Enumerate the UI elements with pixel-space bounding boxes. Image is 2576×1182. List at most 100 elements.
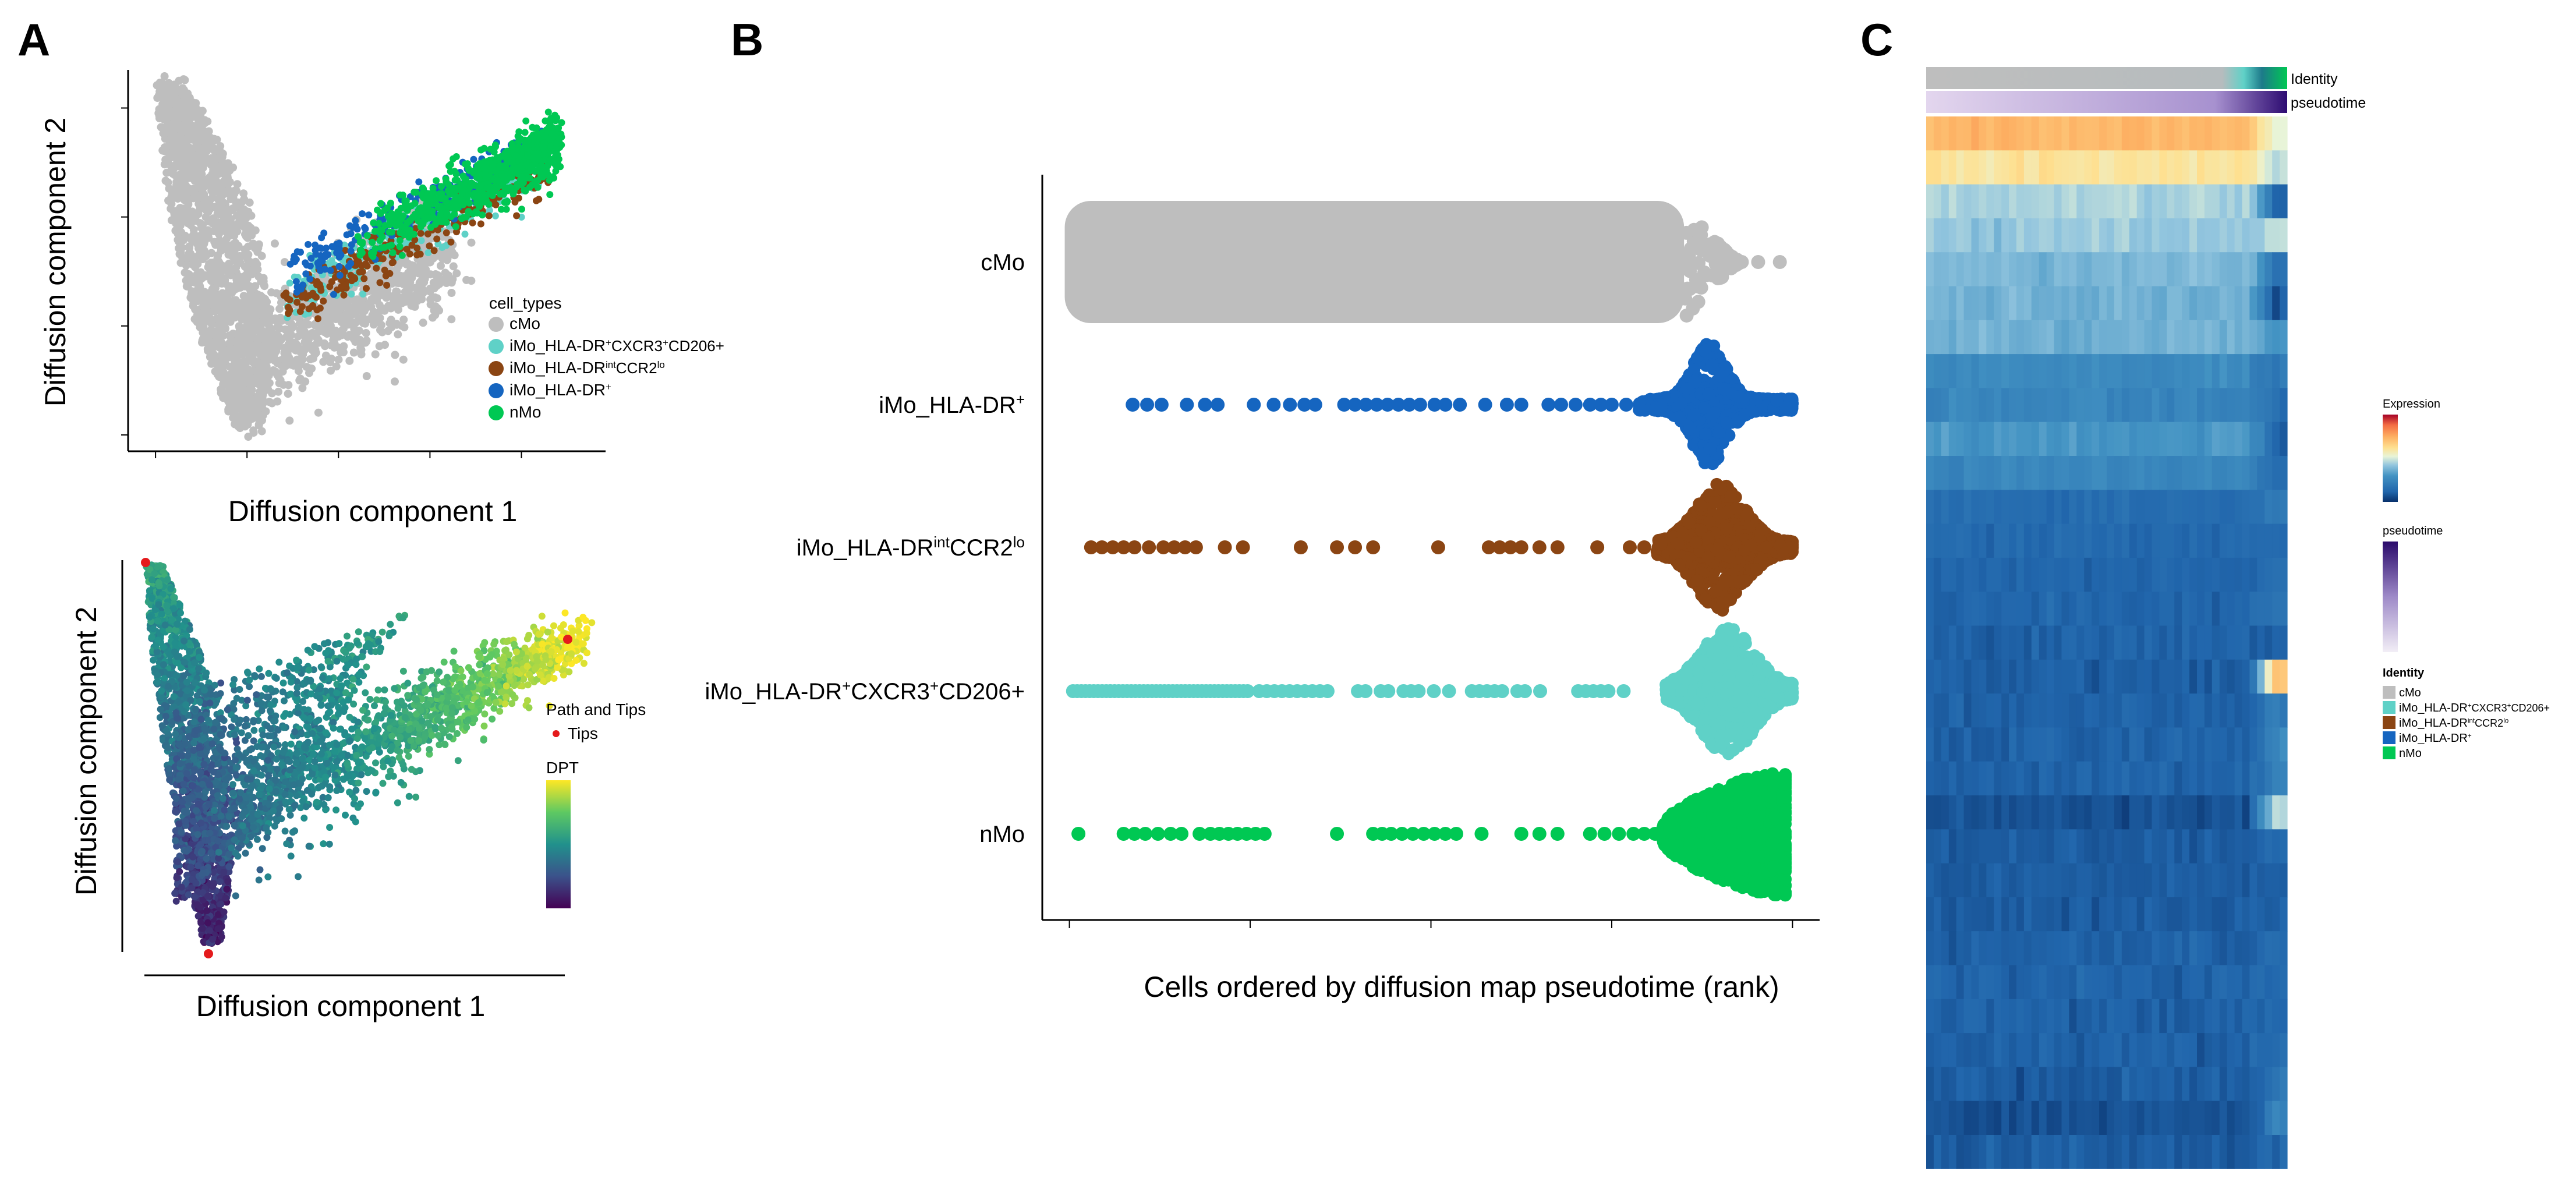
cell-point bbox=[274, 356, 282, 365]
cell-point bbox=[389, 249, 397, 256]
cell-point bbox=[302, 363, 311, 371]
cell-point bbox=[264, 321, 273, 330]
legend-marker bbox=[489, 339, 504, 354]
cell-point bbox=[549, 175, 556, 182]
cell-point bbox=[362, 337, 370, 346]
label-sup2: lo bbox=[657, 359, 665, 370]
cell-point bbox=[207, 179, 215, 188]
cell-point bbox=[262, 309, 270, 317]
cell-point bbox=[306, 262, 314, 270]
cell-point bbox=[242, 366, 250, 375]
cell-point bbox=[485, 212, 493, 220]
cell-point bbox=[286, 306, 293, 314]
cell-point bbox=[525, 136, 532, 144]
cell-point bbox=[256, 327, 264, 335]
cell-point bbox=[331, 306, 339, 314]
cell-point bbox=[281, 344, 289, 352]
cell-point bbox=[188, 276, 197, 284]
cell-point bbox=[352, 217, 359, 224]
cell-point bbox=[449, 262, 458, 271]
cell-point bbox=[267, 288, 276, 297]
cell-point bbox=[482, 174, 490, 181]
cell-point bbox=[417, 229, 424, 237]
cell-point bbox=[522, 161, 530, 169]
cell-point bbox=[503, 147, 511, 155]
cell-point bbox=[190, 166, 199, 175]
cell-point bbox=[281, 360, 289, 369]
cell-point bbox=[472, 208, 480, 215]
cell-point bbox=[281, 325, 289, 334]
cell-point bbox=[368, 252, 376, 259]
cell-point bbox=[406, 291, 415, 300]
cell-point bbox=[417, 267, 426, 275]
cell-point bbox=[492, 143, 499, 150]
cell-point bbox=[330, 291, 337, 298]
cell-point bbox=[206, 267, 215, 276]
cell-point bbox=[337, 348, 345, 357]
cell-point bbox=[445, 181, 452, 188]
cell-point bbox=[178, 108, 186, 116]
cell-point bbox=[547, 157, 555, 165]
cell-point bbox=[203, 345, 212, 353]
cell-point bbox=[530, 154, 537, 161]
cell-point bbox=[404, 207, 411, 214]
cell-point bbox=[217, 387, 226, 396]
cell-point bbox=[224, 159, 232, 168]
cell-point bbox=[382, 293, 391, 302]
cell-point bbox=[154, 91, 163, 100]
cell-point bbox=[413, 251, 421, 259]
cell-point bbox=[458, 190, 466, 197]
cell-point bbox=[514, 164, 521, 172]
cell-point bbox=[265, 398, 274, 406]
cell-point bbox=[519, 179, 527, 186]
cell-point bbox=[465, 199, 473, 207]
label-sup: int bbox=[606, 359, 616, 370]
cell-point bbox=[378, 328, 387, 337]
cell-point bbox=[177, 609, 184, 617]
cell-point bbox=[289, 340, 298, 349]
cell-point bbox=[240, 325, 249, 334]
cell-point bbox=[492, 167, 500, 175]
cell-point bbox=[199, 925, 206, 932]
cell-point bbox=[305, 305, 313, 313]
cell-point bbox=[221, 279, 229, 288]
cell-point bbox=[494, 177, 501, 185]
cell-point bbox=[167, 200, 176, 208]
panel-a-dpt-scatter: Diffusion component 1 Diffusion componen… bbox=[70, 558, 646, 1022]
cell-point bbox=[370, 219, 377, 227]
cell-point bbox=[274, 387, 283, 396]
cell-point bbox=[430, 214, 437, 221]
cell-point bbox=[399, 355, 408, 364]
cell-point bbox=[181, 216, 190, 225]
cell-point bbox=[479, 211, 486, 219]
cell-point bbox=[183, 101, 192, 110]
cell-point bbox=[258, 384, 267, 392]
legend-label: iMo_HLA-DR+ bbox=[509, 381, 611, 399]
cell-point bbox=[347, 247, 355, 255]
cell-point bbox=[229, 367, 238, 376]
cell-point bbox=[401, 224, 409, 232]
cell-point bbox=[250, 260, 259, 268]
cell-point bbox=[376, 237, 384, 244]
cell-point bbox=[314, 408, 323, 417]
cell-point bbox=[247, 284, 256, 293]
cell-point bbox=[337, 318, 346, 327]
cell-point bbox=[408, 242, 416, 249]
cell-point bbox=[253, 345, 262, 353]
cell-point bbox=[233, 330, 242, 339]
cell-point bbox=[334, 332, 343, 341]
cell-point bbox=[402, 260, 411, 269]
cell-point bbox=[335, 239, 343, 247]
cell-point bbox=[549, 130, 557, 137]
cell-point bbox=[363, 232, 371, 239]
cell-point bbox=[254, 240, 263, 249]
cell-point bbox=[223, 171, 232, 180]
cell-point bbox=[418, 207, 426, 214]
cell-point bbox=[200, 190, 208, 199]
cell-point bbox=[465, 208, 472, 215]
cell-point bbox=[363, 285, 370, 292]
cell-point bbox=[176, 131, 185, 140]
cell-point bbox=[423, 202, 431, 210]
cell-point bbox=[312, 241, 319, 249]
cell-point bbox=[349, 348, 358, 357]
